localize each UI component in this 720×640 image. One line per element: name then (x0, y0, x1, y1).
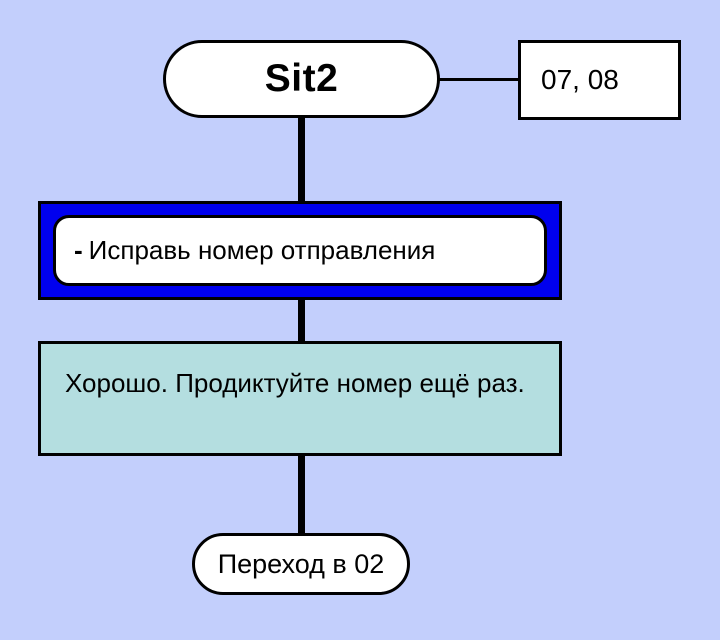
connector-state-to-utterance (298, 112, 305, 207)
state-node-sit2[interactable]: Sit2 (163, 40, 440, 118)
system-response-text: Хорошо. Продиктуйте номер ещё раз. (65, 368, 525, 398)
transition-node[interactable]: Переход в 02 (192, 533, 410, 595)
utterance-dash: - (74, 235, 83, 265)
user-utterance-highlight[interactable]: - Исправь номер отправления (38, 201, 562, 300)
connector-utterance-to-response (298, 296, 305, 346)
transition-node-label: Переход в 02 (217, 548, 385, 579)
connector-state-to-code (436, 78, 522, 81)
code-box[interactable]: 07, 08 (518, 40, 681, 120)
code-box-label: 07, 08 (541, 64, 619, 95)
user-utterance-text: Исправь номер отправления (88, 235, 436, 265)
state-node-label: Sit2 (264, 57, 339, 100)
system-response-box[interactable]: Хорошо. Продиктуйте номер ещё раз. (38, 341, 562, 456)
connector-response-to-transition (298, 452, 305, 538)
user-utterance-box[interactable]: - Исправь номер отправления (53, 215, 547, 286)
